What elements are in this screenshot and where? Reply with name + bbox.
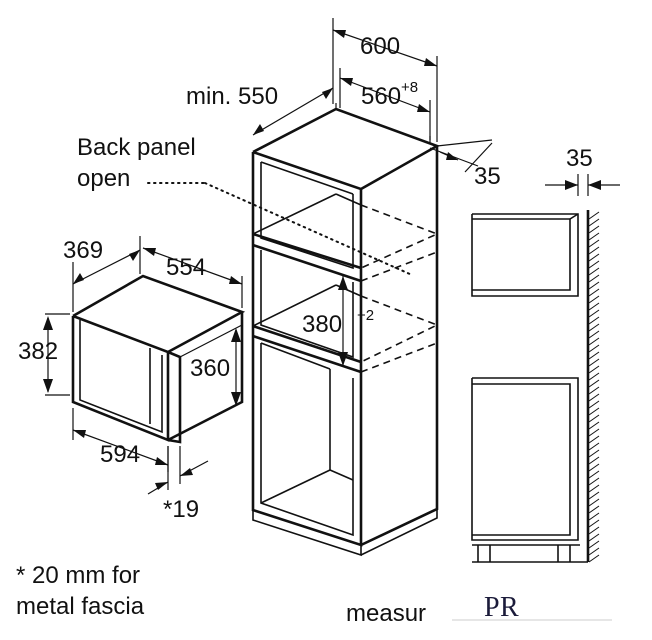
wall-hatch-line [588, 365, 600, 374]
wall-hatch-line [588, 519, 600, 528]
microwave-appliance [71, 274, 246, 444]
wall-hatch-line [588, 246, 600, 255]
wall-hatch-line [588, 232, 600, 241]
wall-hatch-line [588, 211, 600, 220]
dim-appliance-depth: 369 [63, 236, 141, 312]
dim-19-label: *19 [163, 496, 199, 523]
dim-appliance-height: 382 [18, 313, 70, 396]
footnote-line1: * 20 mm for [16, 562, 140, 589]
dim-554-label: 554 [166, 254, 206, 281]
tall-cabinet [251, 103, 441, 557]
wall-hatch-line [588, 512, 600, 521]
dim-front-offset: 35 [429, 139, 501, 190]
wall-hatch-line [588, 442, 600, 451]
wall-hatch-line [588, 323, 600, 332]
wall-hatch-line [588, 239, 600, 248]
wall-hatch-line [588, 540, 600, 549]
wall-hatch-line [588, 435, 600, 444]
dim-side-gap: 35 [545, 145, 620, 196]
logo-letter: R [500, 592, 519, 623]
dim-600-label: 600 [360, 33, 400, 60]
wall-hatch-line [588, 316, 600, 325]
wall-hatch-line [588, 372, 600, 381]
footer: measur P R [346, 592, 612, 627]
dim-niche-depth: min. 550 [186, 83, 334, 136]
footer-partial-text: measur [346, 600, 426, 627]
wall-hatch-line [588, 218, 600, 227]
wall-hatch-line [588, 491, 600, 500]
wall-hatch-line [588, 309, 600, 318]
wall-hatch-line [588, 449, 600, 458]
wall-hatching [588, 211, 600, 563]
brand-logo: P R [452, 592, 612, 623]
dim-594-label: 594 [100, 441, 140, 468]
wall-hatch-line [588, 526, 600, 535]
dim-360-label: 360 [190, 355, 230, 382]
dim-front-height: 360 [190, 328, 241, 406]
wall-hatch-line [588, 267, 600, 276]
back-panel-note: Back panel open [77, 134, 413, 276]
wall-hatch-line [588, 330, 600, 339]
footnote: * 20 mm for metal fascia [16, 562, 145, 620]
wall-hatch-line [588, 547, 600, 556]
dim-35-side-label: 35 [566, 145, 593, 172]
wall-hatch-line [588, 358, 600, 367]
wall-hatch-line [588, 400, 600, 409]
wall-hatch-line [588, 344, 600, 353]
wall-hatch-line [588, 274, 600, 283]
wall-hatch-line [588, 498, 600, 507]
dim-35-front-label: 35 [474, 163, 501, 190]
dim-560-label: 560 [361, 83, 401, 110]
dim-369-label: 369 [63, 237, 103, 264]
logo-letter-p: P [484, 592, 500, 623]
back-panel-label: Back panel [77, 134, 196, 161]
dim-380-tolerance: +2 [357, 307, 374, 324]
dim-niche-height: 380 +2 [302, 276, 374, 366]
wall-hatch-line [588, 470, 600, 479]
dim-560-tolerance: +8 [401, 79, 418, 96]
wall-hatch-line [588, 463, 600, 472]
side-view [471, 210, 600, 563]
wall-hatch-line [588, 505, 600, 514]
wall-hatch-line [588, 253, 600, 262]
wall-hatch-line [588, 260, 600, 269]
footnote-line2: metal fascia [16, 593, 145, 620]
wall-hatch-line [588, 421, 600, 430]
wall-hatch-line [588, 533, 600, 542]
dim-appliance-width: 554 [142, 247, 243, 308]
dim-front-width: 594 [72, 408, 169, 472]
wall-hatch-line [588, 225, 600, 234]
wall-hatch-line [588, 554, 600, 563]
wall-hatch-line [588, 288, 600, 297]
dim-min550-label: min. 550 [186, 83, 278, 110]
wall-hatch-line [588, 337, 600, 346]
wall-hatch-line [588, 407, 600, 416]
wall-hatch-line [588, 295, 600, 304]
back-panel-open-label: open [77, 165, 130, 192]
wall-hatch-line [588, 428, 600, 437]
dim-cabinet-width: 600 [332, 18, 438, 142]
wall-hatch-line [588, 393, 600, 402]
wall-hatch-line [588, 379, 600, 388]
dim-382-label: 382 [18, 338, 58, 365]
wall-hatch-line [588, 456, 600, 465]
wall-hatch-line [588, 386, 600, 395]
dim-niche-width: 560 +8 [339, 68, 431, 140]
wall-hatch-line [588, 414, 600, 423]
wall-hatch-line [588, 351, 600, 360]
wall-hatch-line [588, 477, 600, 486]
wall-hatch-line [588, 302, 600, 311]
dim-380-label: 380 [302, 311, 342, 338]
dim-fascia-depth: *19 [147, 446, 209, 523]
wall-hatch-line [588, 484, 600, 493]
wall-hatch-line [588, 281, 600, 290]
